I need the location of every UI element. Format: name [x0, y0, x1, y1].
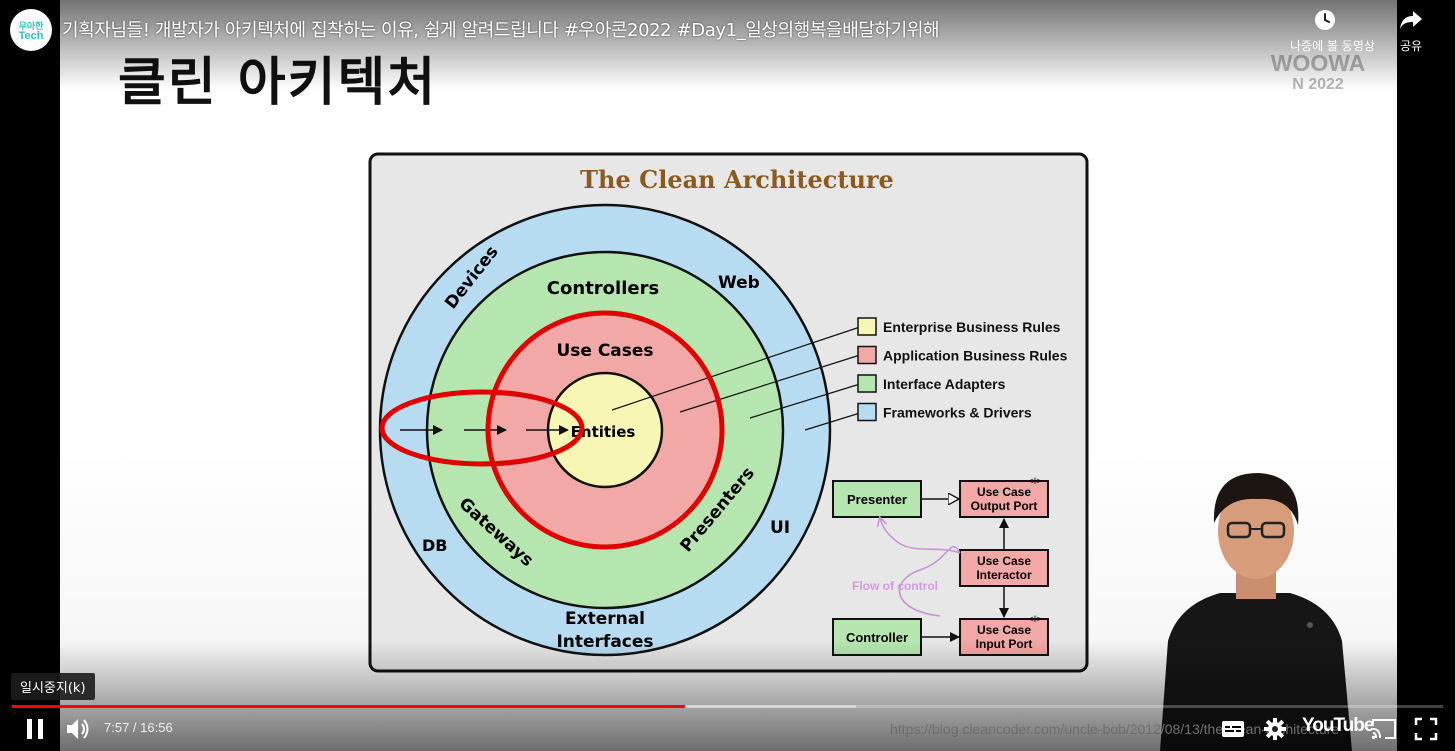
highlight-arrow-ellipse	[379, 389, 585, 467]
legend-label: Frameworks & Drivers	[883, 405, 1032, 421]
flow-of-control-label: Flow of control	[852, 579, 938, 593]
legend-pointer	[611, 326, 861, 411]
legend-swatch	[857, 345, 877, 365]
interactor-label-2: Interactor	[976, 568, 1032, 582]
interactor-box	[959, 549, 1049, 587]
label-entities: Entities	[571, 423, 636, 441]
legend-pointer	[679, 354, 861, 413]
fullscreen-icon	[1414, 717, 1438, 741]
diagram-heading: The Clean Architecture	[580, 165, 894, 194]
youtube-logo-button[interactable]: YouTube	[1302, 715, 1374, 736]
legend-swatch	[857, 374, 877, 393]
cast-icon	[1372, 719, 1396, 739]
share-button[interactable]: 공유	[1376, 8, 1446, 54]
speaker-figure	[1160, 473, 1352, 751]
share-label: 공유	[1399, 39, 1423, 53]
flow-of-control-curve	[898, 545, 961, 617]
pause-button[interactable]	[22, 716, 48, 742]
label-external-1: External	[565, 609, 645, 629]
legend-pointer	[804, 412, 861, 431]
progress-bar[interactable]	[12, 705, 1443, 708]
subtitles-icon	[1222, 721, 1244, 737]
highlight-use-cases-ring	[485, 310, 725, 550]
pause-icon	[27, 719, 32, 739]
input-port-label-2: Input Port	[976, 637, 1033, 651]
duration: 16:56	[140, 720, 173, 735]
label-ui: UI	[770, 518, 790, 538]
settings-button[interactable]	[1262, 716, 1288, 742]
cast-button[interactable]	[1370, 716, 1398, 742]
channel-avatar[interactable]: 우아한 Tech	[10, 9, 52, 51]
video-title[interactable]: 기획자님들! 개발자가 아키텍처에 집착하는 이유, 쉽게 알려드립니다 #우아…	[62, 20, 940, 41]
fullscreen-button[interactable]	[1413, 716, 1439, 742]
clock-icon	[1315, 10, 1335, 30]
time-separator: /	[129, 720, 141, 735]
legend-label: Enterprise Business Rules	[883, 319, 1061, 335]
legend-swatch	[857, 402, 877, 422]
video-frame[interactable]: 클린 아키텍처 WOOWA N 2022 The Clean Architect…	[60, 0, 1397, 751]
pause-tooltip: 일시중지(k)	[11, 673, 95, 700]
presenter-label: Presenter	[847, 492, 907, 507]
subtitles-button[interactable]	[1220, 717, 1246, 741]
label-controllers: Controllers	[547, 278, 659, 299]
channel-logo-text-top: 우아한	[18, 22, 44, 32]
share-arrow-icon	[1400, 11, 1422, 29]
watch-later-button[interactable]: 나중에 볼 동영상	[1290, 8, 1375, 54]
label-web: Web	[718, 273, 760, 293]
label-external-2: Interfaces	[556, 632, 653, 652]
output-port-label-2: Output Port	[971, 499, 1038, 513]
interactor-label-1: Use Case	[977, 554, 1031, 568]
progress-played	[12, 705, 685, 708]
volume-button[interactable]	[64, 716, 92, 742]
watch-later-label: 나중에 볼 동영상	[1290, 39, 1375, 53]
channel-logo-text-bottom: Tech	[18, 30, 44, 42]
interface-mark: <I>	[1028, 614, 1041, 624]
controller-label: Controller	[846, 630, 908, 645]
output-port-label-1: Use Case	[977, 485, 1031, 499]
current-time: 7:57	[104, 720, 130, 735]
label-use-cases: Use Cases	[556, 341, 653, 361]
clean-architecture-diagram: The Clean Architecture Devices Web DB UI…	[368, 152, 1089, 673]
interface-mark: <I>	[1028, 476, 1041, 486]
flow-of-control-curve	[880, 518, 961, 554]
speaker-icon	[67, 719, 78, 739]
time-display: 7:57 / 16:56	[104, 720, 173, 735]
output-port-box	[959, 480, 1049, 518]
input-port-label-1: Use Case	[977, 623, 1031, 637]
legend-pointer	[749, 383, 861, 419]
gear-icon	[1264, 718, 1286, 740]
legend-swatch	[857, 317, 877, 336]
legend-label: Application Business Rules	[883, 348, 1068, 364]
label-db: DB	[422, 536, 447, 555]
legend-label: Interface Adapters	[883, 376, 1006, 392]
